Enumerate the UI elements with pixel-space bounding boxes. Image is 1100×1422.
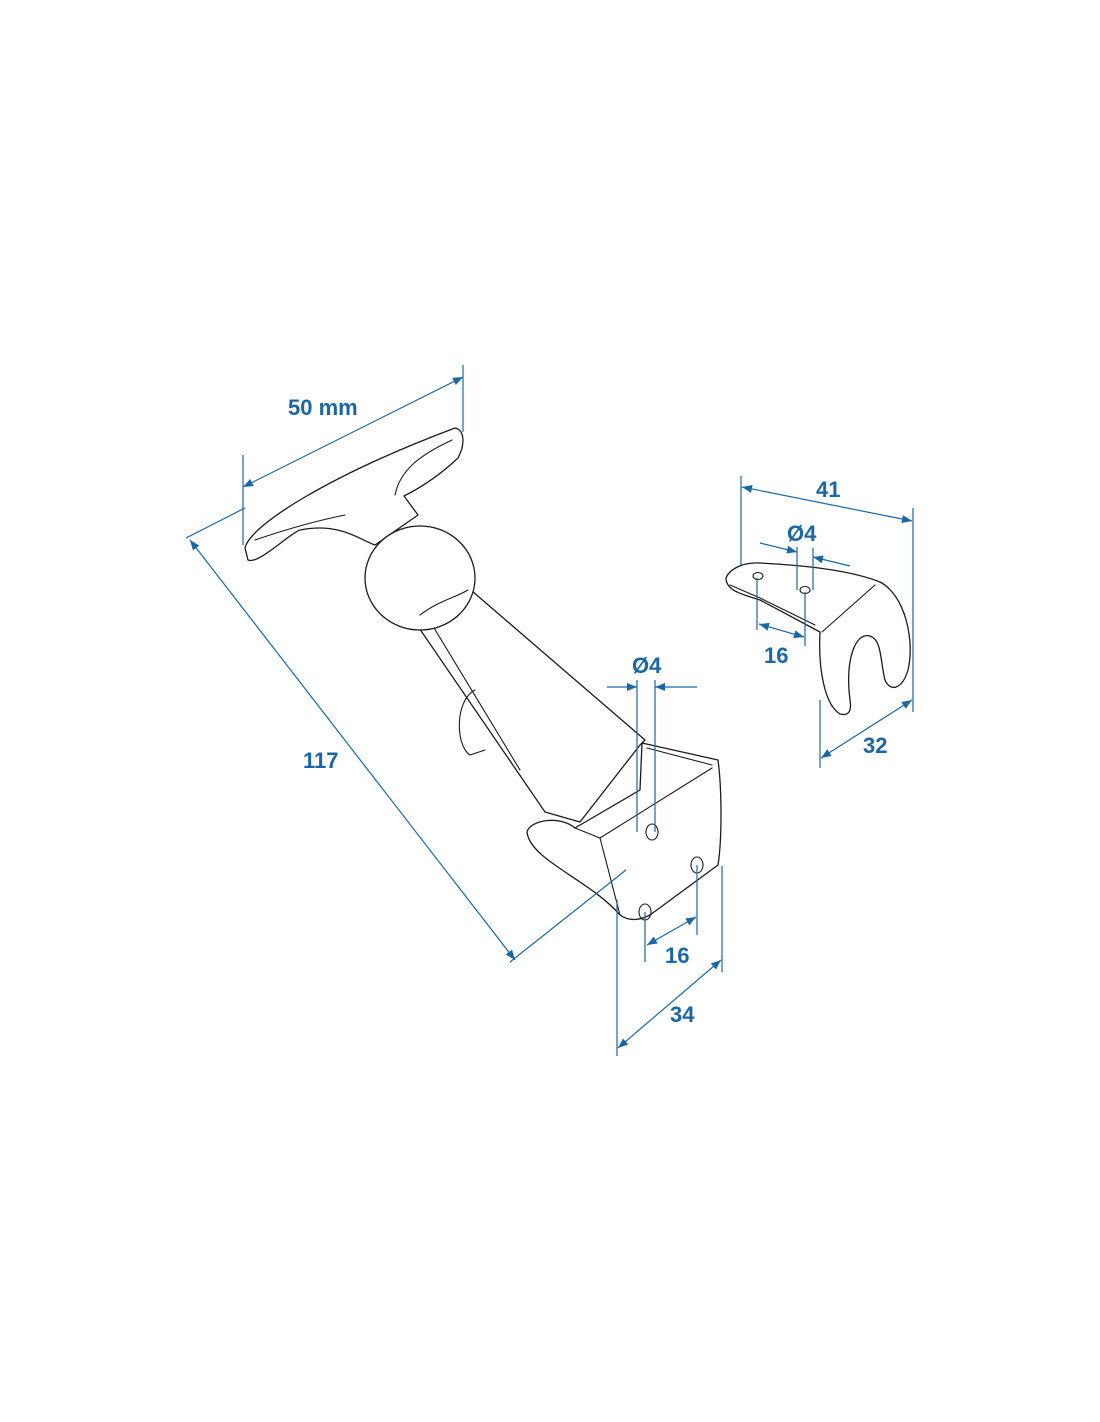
dim-hole-diameter-label: Ø4: [632, 653, 662, 678]
dim-34-label: 34: [670, 1002, 695, 1027]
dim-50mm-label: 50 mm: [288, 395, 358, 420]
catch-bracket: [725, 562, 911, 716]
hole-icon: [645, 823, 659, 841]
catch-dim-32-label: 32: [863, 733, 887, 758]
catch-dim-41-label: 41: [816, 477, 840, 502]
hole-icon: [752, 571, 764, 581]
main-dimensions: 50 mm 117 Ø4 16 34: [185, 365, 723, 1056]
dim-117-label: 117: [303, 748, 339, 773]
catch-dim-hole-spacing-label: 16: [764, 643, 788, 668]
catch-dimensions: 41 Ø4 16 32: [740, 476, 914, 768]
catch-dim-hole-diameter-label: Ø4: [787, 521, 817, 546]
dim-hole-spacing-label: 16: [665, 943, 689, 968]
latch-bracket: [526, 742, 722, 921]
catch-plate: [725, 562, 911, 716]
